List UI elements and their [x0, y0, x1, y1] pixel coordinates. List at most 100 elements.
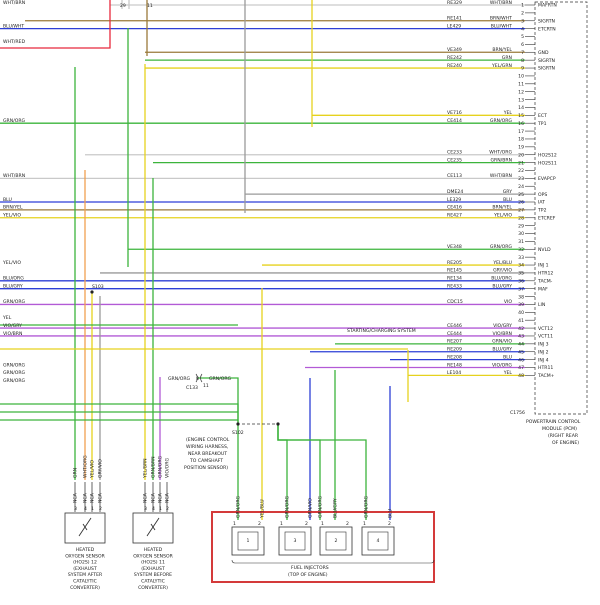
injector-label-line-2: (TOP OF ENGINE) [288, 572, 328, 578]
pcm-signal-48: TACM+ [537, 373, 555, 379]
left-wire-label-9: BLU/ORG [3, 276, 24, 282]
left-wire-label-6: BRN/YEL [3, 205, 23, 211]
pcm-wire-color-27: BRN/YEL [492, 205, 512, 211]
sensor_left-pin-label-1: NCA [83, 492, 89, 503]
pcm-signal-45: INJ 2 [538, 349, 549, 355]
pcm-signal-47: HTR11 [538, 365, 553, 371]
pcm-pin-32: 32 [518, 247, 524, 253]
pcm-wire-color-3: BRN/WHT [490, 16, 512, 22]
splice-s102-desc-3: NEAR BREAKOUT [188, 451, 227, 457]
sensor_left-element-icon [78, 517, 92, 537]
pcm-wire-color-25: GRY [503, 189, 512, 195]
pcm-label-line-4: OF ENGINE) [552, 440, 579, 446]
pcm-circuit-47: RE148 [447, 362, 462, 368]
pcm-circuit-15: VE716 [447, 110, 462, 116]
sensor_left-label-line-5: CATALYTIC [73, 579, 97, 585]
pcm-wire-color-37: BLU/GRY [492, 283, 512, 289]
sensor_right-label-line-3: (EXHAUST [141, 566, 165, 572]
pcm-circuit-26: LE329 [447, 197, 461, 203]
left-wire-label-15: GRN/ORG [3, 362, 26, 368]
pcm-circuit-42: CE446 [447, 323, 462, 329]
pcm-pin-17: 17 [518, 129, 524, 135]
injector-1-pin-1: 1 [233, 521, 236, 527]
sensor_right-wire-label-2: GRN/ORG [158, 455, 164, 478]
pcm-wire-color-1: WHT/BRN [490, 0, 512, 6]
pcm-circuit-21: CE235 [447, 157, 462, 163]
injector-wire-label-0: GRN/ORG [236, 495, 242, 518]
injector-4-coil [367, 531, 389, 551]
sensor_left-pin-number-2: 1 [91, 506, 94, 512]
left-wire-label-8: YEL/VIO [2, 260, 21, 266]
left-wire-label-13: VIO/GRY [3, 323, 22, 329]
pcm-circuit-23: CE113 [447, 173, 462, 179]
pcm-pin-26: 26 [518, 200, 524, 206]
pcm-pin-29: 29 [518, 223, 524, 229]
pcm-label-line-1: POWERTRAIN CONTROL [526, 419, 581, 425]
sensor_left-label-line-0: HEATED [76, 547, 95, 553]
pcm-signal-21: HO2S11 [538, 160, 557, 166]
c133-right-wire-label: GRN/ORG [209, 376, 232, 382]
pcm-circuit-25: DME24 [447, 189, 463, 195]
pcm-circuit-44: RE207 [447, 339, 462, 345]
pcm-pin-38: 38 [518, 294, 524, 300]
sensor_right-label-line-6: CONVERTER) [138, 585, 168, 591]
pcm-pin-43: 43 [518, 334, 524, 340]
pcm-wire-color-39: VIO [504, 299, 512, 305]
injector-number-3: 4 [377, 538, 380, 544]
pcm-signal-34: INJ 1 [538, 263, 549, 269]
splice-s103-dot [90, 290, 94, 294]
left-wire-label-16: GRN/ORG [3, 370, 26, 376]
sensor_left-wire-label-2: YEL/VIO [90, 460, 96, 479]
pcm-pin-9: 9 [521, 66, 524, 72]
pcm-circuit-7: VE349 [447, 47, 462, 53]
pcm-pin-44: 44 [518, 342, 524, 348]
sensor_left-label-line-6: CONVERTER) [70, 585, 100, 591]
oxygen-sensors: GRNNCA3WHT/ORGNCA4YEL/VIONCA1GRY/VIONCA2… [64, 455, 174, 591]
pcm-signal-1: MAFRTN [538, 3, 557, 9]
injector-2-body [278, 526, 312, 556]
sensor_left-pin-label-3: NCA [98, 492, 104, 503]
pcm-pin-12: 12 [518, 89, 524, 95]
pcm-wire-color-20: WHT/ORG [489, 150, 512, 156]
pcm-wire-color-44: GRN/VIO [492, 339, 512, 345]
sensor_left-pin-number-0: 3 [74, 506, 77, 512]
pcm-pin-40: 40 [518, 310, 524, 316]
pcm-circuit-3: RE141 [447, 16, 462, 22]
pcm-wire-color-4: BLU/WHT [491, 23, 512, 29]
injector-3-coil [325, 531, 347, 551]
left-wire-label-4: WHT/BRN [3, 173, 25, 179]
pcm-signal-7: GND [538, 50, 549, 56]
pcm-circuit-16: CE414 [447, 118, 462, 124]
wire-inj2-gnd [277, 424, 321, 520]
pcm-wire-color-26: BLU [503, 197, 512, 203]
pcm-pin-31: 31 [518, 239, 524, 245]
left-wire-label-1: BLU/WHT [3, 23, 24, 29]
pcm-pin-39: 39 [518, 302, 524, 308]
pcm-wire-color-48: YEL [503, 370, 513, 376]
pcm-wire-color-43: VIO/BRN [493, 331, 512, 337]
pcm-pin-27: 27 [518, 208, 524, 214]
c133-pin-8: 8 [196, 376, 199, 382]
pcm-signal-4: ETCRTN [538, 26, 556, 32]
sensor_right-wire-label-0: YEL/BRN [143, 458, 149, 479]
sensor_right-element-icon [146, 517, 160, 537]
pcm-pin-1: 1 [521, 3, 524, 9]
pcm-circuit-1: RE329 [447, 0, 462, 6]
wire-layer [0, 0, 525, 520]
left-wire-label-17: GRN/ORG [3, 378, 26, 384]
splice-s102-label: S102 [232, 430, 244, 436]
pcm-wire-color-15: YEL [503, 110, 513, 116]
sensor_right-pin-label-1: NCA [151, 492, 157, 503]
pcm-signal-36: TACM- [537, 279, 553, 285]
pcm-wire-color-28: YEL/VIO [493, 213, 512, 219]
pcm-connector-id: C1756 [510, 410, 525, 416]
injector-number-2: 2 [335, 538, 338, 544]
sensor_left-pin-number-1: 4 [84, 506, 87, 512]
injector-1-coil [237, 531, 259, 551]
pcm-circuit-39: CDC15 [447, 299, 463, 305]
injector-highlight-box [211, 511, 435, 583]
pcm-circuit-20: CE233 [447, 150, 462, 156]
pcm-pin-48: 48 [518, 373, 524, 379]
